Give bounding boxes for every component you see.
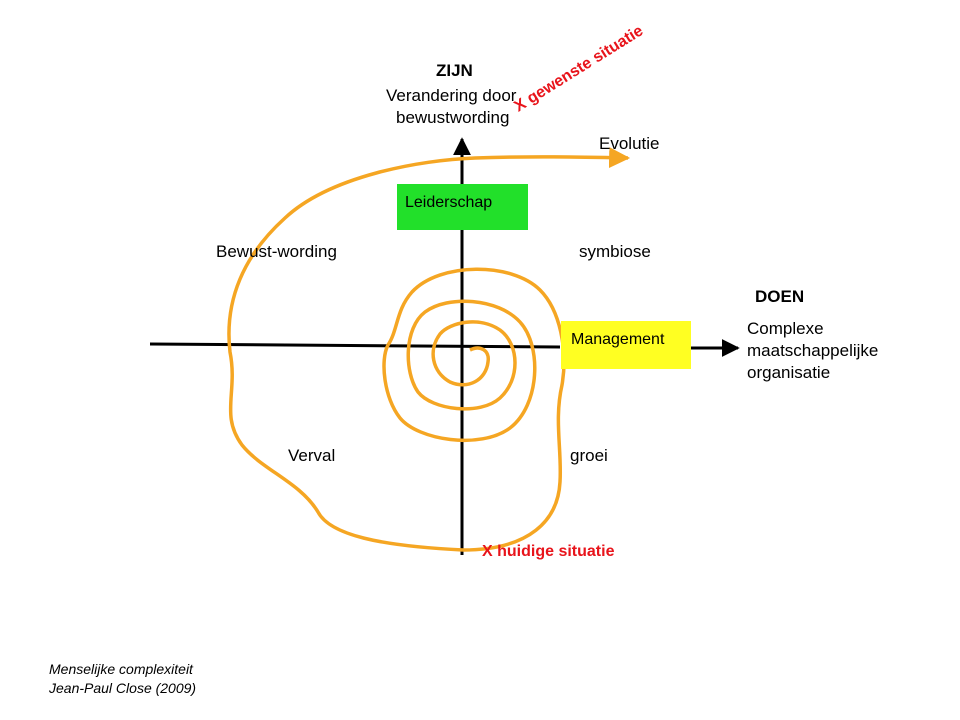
vertical-axis-title: ZIJN <box>436 61 473 80</box>
horizontal-axis-description-line-2: maatschappelijke <box>747 341 879 360</box>
horizontal-axis <box>149 342 561 349</box>
credit-title: Menselijke complexiteit <box>49 661 193 677</box>
management-box: Management <box>561 321 691 369</box>
horizontal-axis-description-line-1: Complexe <box>747 319 824 338</box>
current-situation-marker: X huidige situatie <box>482 543 615 560</box>
quadrant-top-right-label: symbiose <box>579 242 651 261</box>
inner-spiral <box>382 299 537 443</box>
vertical-axis-description-line-1: Verandering door <box>386 86 517 105</box>
evolution-path <box>227 147 631 552</box>
quadrant-top-left-label: Bewust-wording <box>216 242 337 261</box>
quadrant-bottom-left-label: Verval <box>288 446 336 465</box>
quadrant-bottom-right-label: groei <box>570 446 608 465</box>
horizontal-axis-title: DOEN <box>755 287 805 306</box>
evolution-label: Evolutie <box>599 134 660 153</box>
vertical-axis-description-line-2: bewustwording <box>396 108 510 127</box>
credit-author: Jean-Paul Close (2009) <box>49 680 197 696</box>
leadership-box: Leiderschap <box>397 184 528 230</box>
horizontal-axis-description-line-3: organisatie <box>747 363 831 382</box>
